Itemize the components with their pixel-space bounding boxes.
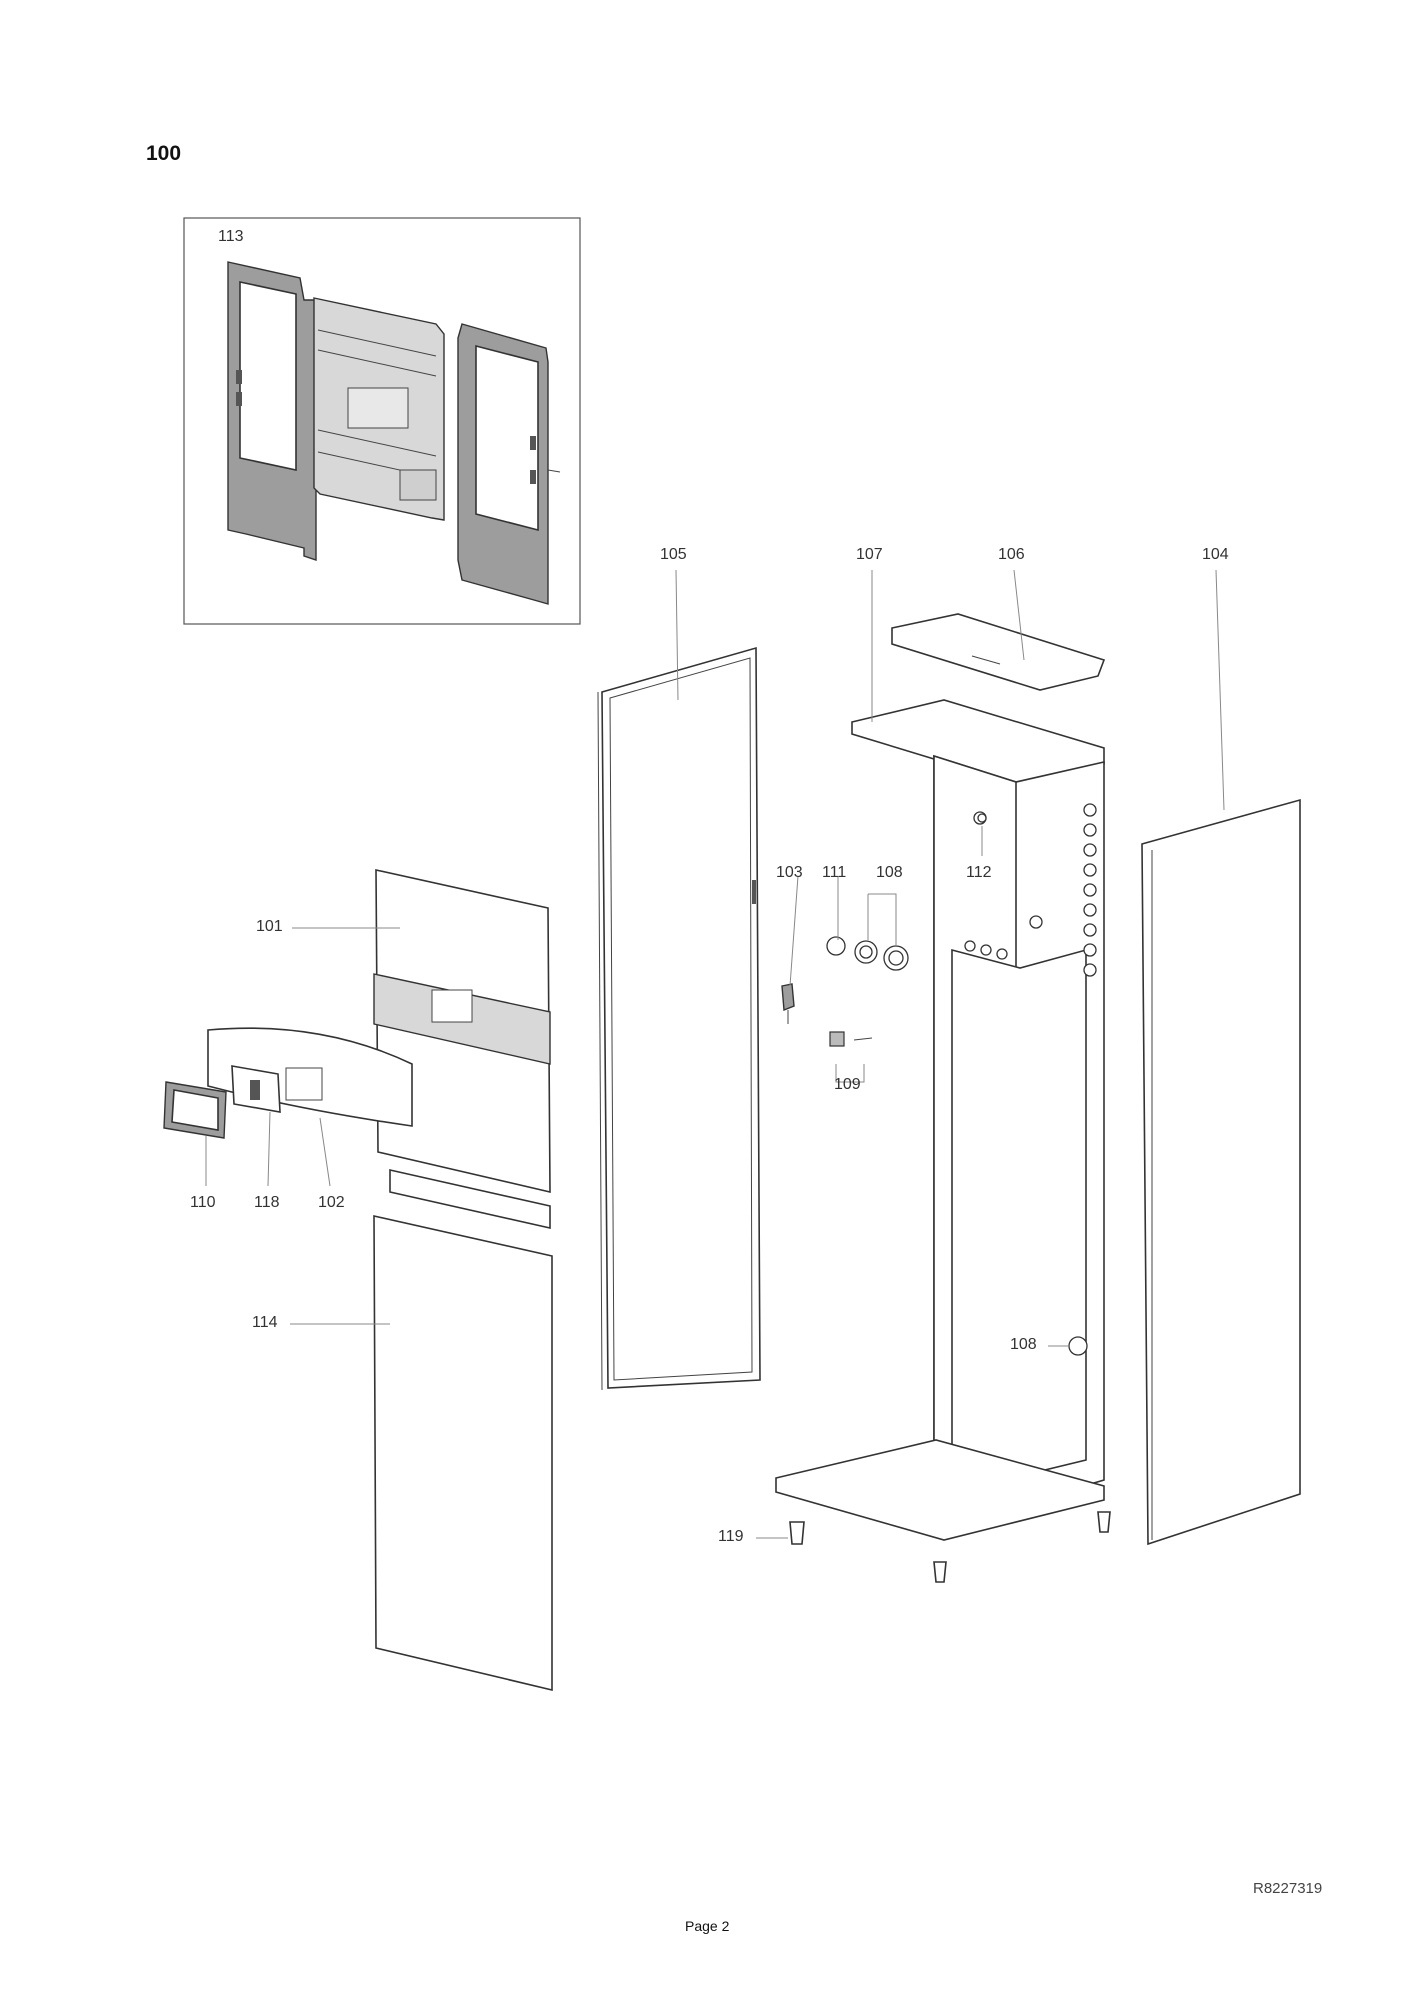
callout-111: 111 — [822, 864, 847, 881]
part-104-right-panel — [1141, 798, 1301, 1546]
part-118-control-module — [231, 1065, 281, 1113]
part-119-feet — [789, 1511, 1111, 1583]
small-parts — [781, 813, 987, 1047]
callout-112: 112 — [966, 864, 992, 881]
callout-109: 109 — [834, 1076, 861, 1093]
part-114-front-panel-lower — [373, 1169, 553, 1692]
callout-108-upper: 108 — [876, 864, 903, 881]
callout-101: 101 — [256, 918, 283, 935]
callout-119: 119 — [718, 1528, 744, 1545]
callout-113: 113 — [218, 228, 244, 245]
part-110-display — [163, 1081, 227, 1139]
part-102-control-cover — [207, 1027, 413, 1127]
document-reference: R8227319 — [1253, 1880, 1323, 1897]
callout-103: 103 — [776, 864, 803, 881]
section-number: 100 — [146, 142, 182, 165]
part-105-side-panel — [597, 646, 761, 1391]
part-106-lid — [891, 613, 1106, 691]
callout-118: 118 — [254, 1194, 280, 1211]
callout-106: 106 — [998, 546, 1025, 563]
callout-102: 102 — [318, 1194, 345, 1211]
callout-110: 110 — [190, 1194, 216, 1211]
main-chassis — [775, 754, 1105, 1541]
leader-lines — [205, 569, 1225, 1539]
callout-108-lower: 108 — [1010, 1336, 1037, 1353]
part-101-front-panel-upper — [373, 869, 551, 1194]
inset-113 — [183, 217, 581, 625]
callout-104: 104 — [1202, 546, 1229, 563]
callout-105: 105 — [660, 546, 687, 563]
callout-114: 114 — [252, 1314, 278, 1331]
page-number: Page 2 — [685, 1918, 730, 1934]
callout-107: 107 — [856, 546, 883, 563]
